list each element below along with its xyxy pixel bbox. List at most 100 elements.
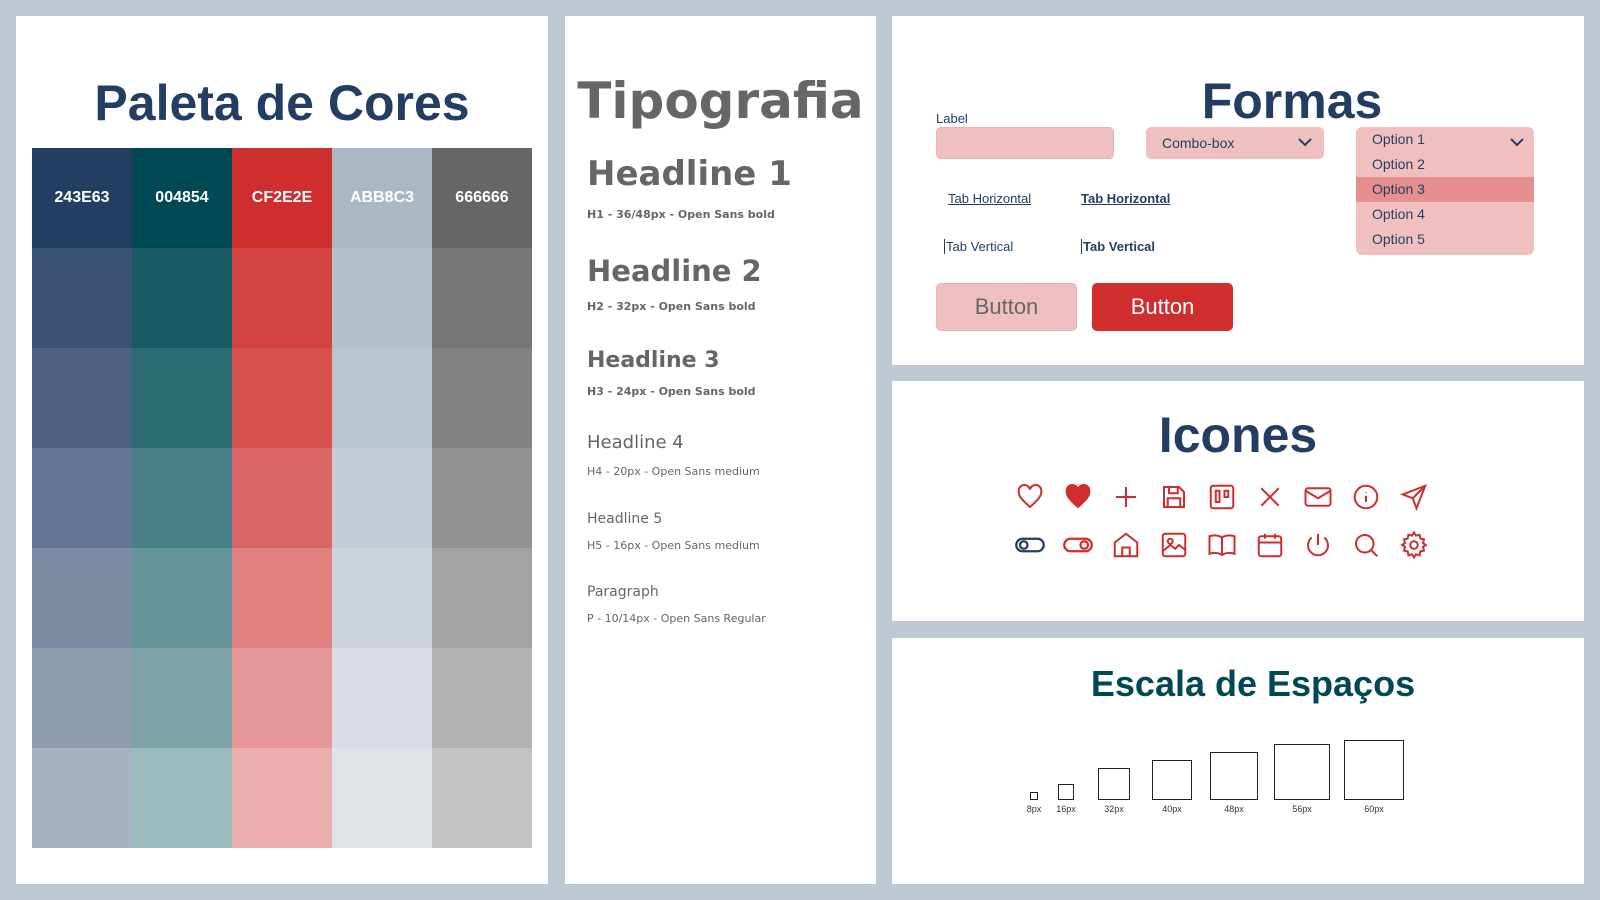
power-icon[interactable]	[1294, 529, 1342, 561]
tab-horizontal-active[interactable]: Tab Horizontal	[1081, 191, 1171, 206]
input-label: Label	[936, 111, 968, 126]
spacing-item: 8px	[1027, 792, 1041, 814]
dropdown-option-label: Option 1	[1372, 131, 1425, 147]
kanban-icon[interactable]	[1198, 481, 1246, 513]
headline-5: Headline 5	[587, 511, 663, 527]
dropdown-option[interactable]: Option 1	[1356, 127, 1534, 152]
palette-column-light-gray-blue: ABB8C3	[332, 148, 432, 848]
paragraph-spec: P - 10/14px - Open Sans Regular	[587, 612, 766, 625]
swatch-label: 243E63	[32, 148, 132, 248]
swatch	[32, 448, 132, 548]
home-icon[interactable]	[1102, 529, 1150, 561]
swatch	[232, 448, 332, 548]
swatch	[232, 748, 332, 848]
tab-vertical[interactable]: Tab Vertical	[944, 239, 1014, 254]
swatch	[332, 348, 432, 448]
forms-card: Formas Label Combo-box Option 1 Option 2…	[892, 16, 1584, 365]
secondary-button[interactable]: Button	[936, 283, 1077, 331]
spacing-item: 60px	[1344, 740, 1404, 814]
spacing-box	[1030, 792, 1038, 800]
icons-title: Icones	[1158, 407, 1318, 463]
swatch	[432, 348, 532, 448]
tab-vertical-active[interactable]: Tab Vertical	[1081, 239, 1156, 254]
tab-horizontal[interactable]: Tab Horizontal	[948, 191, 1032, 206]
swatch	[132, 748, 232, 848]
spacing-item: 56px	[1274, 744, 1330, 814]
chevron-down-icon	[1510, 138, 1524, 147]
swatch	[132, 448, 232, 548]
swatch	[132, 348, 232, 448]
toggle-off-icon[interactable]	[1006, 529, 1054, 561]
image-icon[interactable]	[1150, 529, 1198, 561]
save-icon[interactable]	[1150, 481, 1198, 513]
typography-card: Tipografia Headline 1 H1 - 36/48px - Ope…	[565, 16, 876, 884]
mail-icon[interactable]	[1294, 481, 1342, 513]
chevron-down-icon	[1298, 138, 1312, 147]
headline-2-spec: H2 - 32px - Open Sans bold	[587, 300, 756, 313]
swatch	[332, 548, 432, 648]
swatch-label: 004854	[132, 148, 232, 248]
typo-sample-h4: Headline 4 H4 - 20px - Open Sans medium	[587, 432, 760, 478]
headline-3-spec: H3 - 24px - Open Sans bold	[587, 385, 756, 398]
palette-card: Paleta de Cores 243E63 004854 CF2E2E	[16, 16, 548, 884]
book-icon[interactable]	[1198, 529, 1246, 561]
swatch	[332, 248, 432, 348]
headline-5-spec: H5 - 16px - Open Sans medium	[587, 539, 760, 552]
headline-4: Headline 4	[587, 432, 684, 453]
forms-title: Formas	[1201, 73, 1383, 129]
dropdown-option-label: Option 5	[1372, 231, 1425, 247]
search-icon[interactable]	[1342, 529, 1390, 561]
icon-row	[1006, 481, 1438, 513]
close-icon[interactable]	[1246, 481, 1294, 513]
primary-button[interactable]: Button	[1092, 283, 1233, 331]
typo-sample-h1: Headline 1 H1 - 36/48px - Open Sans bold	[587, 154, 792, 221]
heart-filled-icon[interactable]	[1054, 481, 1102, 513]
spacing-label: 32px	[1104, 804, 1124, 814]
typo-sample-h2: Headline 2 H2 - 32px - Open Sans bold	[587, 254, 762, 313]
dropdown-option[interactable]: Option 4	[1356, 202, 1534, 227]
plus-icon[interactable]	[1102, 481, 1150, 513]
headline-2: Headline 2	[587, 254, 762, 288]
headline-1: Headline 1	[587, 154, 792, 194]
palette-column-red: CF2E2E	[232, 148, 332, 848]
spacing-item: 48px	[1210, 752, 1258, 814]
dropdown-list[interactable]: Option 1 Option 2 Option 3 Option 4 Opti…	[1356, 127, 1534, 255]
swatch	[232, 548, 332, 648]
spacing-label: 16px	[1056, 804, 1076, 814]
dropdown-option-selected[interactable]: Option 3	[1356, 177, 1534, 202]
calendar-icon[interactable]	[1246, 529, 1294, 561]
dropdown-option[interactable]: Option 2	[1356, 152, 1534, 177]
spacing-box	[1152, 760, 1192, 800]
swatch	[332, 748, 432, 848]
settings-icon[interactable]	[1390, 529, 1438, 561]
dropdown-option[interactable]: Option 5	[1356, 227, 1534, 252]
palette-grid: 243E63 004854 CF2E2E ABB8C	[32, 148, 532, 848]
swatch	[132, 648, 232, 748]
typography-title: Tipografia	[577, 72, 864, 130]
swatch	[232, 348, 332, 448]
swatch	[132, 548, 232, 648]
heart-outline-icon[interactable]	[1006, 481, 1054, 513]
swatch	[432, 648, 532, 748]
swatch	[432, 248, 532, 348]
swatch	[32, 548, 132, 648]
spacing-label: 8px	[1026, 804, 1042, 814]
typo-sample-h5: Headline 5 H5 - 16px - Open Sans medium	[587, 511, 760, 552]
swatch	[432, 448, 532, 548]
headline-1-spec: H1 - 36/48px - Open Sans bold	[587, 208, 775, 221]
swatch	[32, 648, 132, 748]
swatch	[32, 248, 132, 348]
typo-sample-paragraph: Paragraph P - 10/14px - Open Sans Regula…	[587, 584, 766, 625]
text-input[interactable]	[936, 127, 1114, 159]
send-icon[interactable]	[1390, 481, 1438, 513]
swatch-label: ABB8C3	[332, 148, 432, 248]
palette-column-teal: 004854	[132, 148, 232, 848]
toggle-on-icon[interactable]	[1054, 529, 1102, 561]
swatch	[32, 348, 132, 448]
spacing-item: 40px	[1152, 760, 1192, 814]
info-icon[interactable]	[1342, 481, 1390, 513]
swatch	[132, 248, 232, 348]
combo-box[interactable]: Combo-box	[1146, 127, 1324, 159]
palette-column-gray: 666666	[432, 148, 532, 848]
